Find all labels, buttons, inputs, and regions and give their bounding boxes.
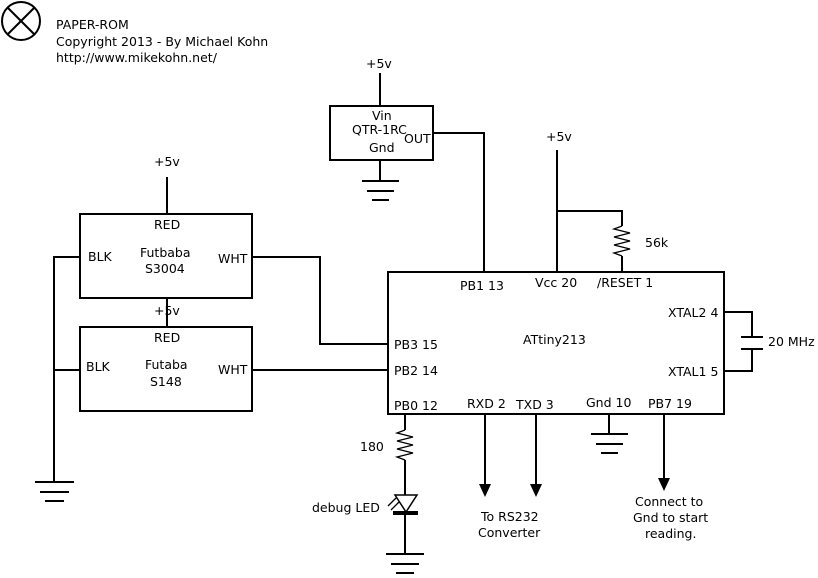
sensor-ground-icon — [362, 180, 399, 201]
pin-pb7-label: PB7 19 — [648, 396, 692, 411]
lamp-symbol-icon — [1, 1, 41, 41]
pb7-note-line2: Gnd to start — [633, 510, 708, 525]
pin-vcc-label: Vcc 20 — [535, 275, 577, 290]
sensor-gnd-label: Gnd — [369, 140, 395, 155]
mcu-box — [387, 271, 725, 415]
pin-pb3-label: PB3 15 — [394, 337, 438, 352]
servo-bottom-wht-label: WHT — [218, 362, 248, 377]
pb7-note-line1: Connect to — [635, 494, 703, 509]
servo-bottom-red-label: RED — [154, 330, 180, 345]
led-ground-icon — [386, 553, 424, 574]
sensor-out-to-pb1-wire — [433, 132, 485, 272]
txd-arrow-icon — [530, 484, 542, 497]
pin-pb1-label: PB1 13 — [460, 278, 504, 293]
servo-top-model: S3004 — [145, 261, 185, 276]
sensor-out-label: OUT — [404, 131, 431, 146]
rs232-note-line1: To RS232 — [480, 509, 539, 524]
mcu-supply-label: +5v — [546, 129, 572, 144]
servo-ground-bus-wire — [53, 256, 80, 482]
sensor-supply-label: +5v — [366, 56, 392, 71]
crystal-label: 20 MHz — [768, 334, 815, 349]
sensor-box — [329, 105, 434, 161]
header-title: PAPER-ROM — [56, 17, 129, 32]
pb7-arrow-icon — [658, 478, 670, 491]
servo-bottom-name: Futaba — [145, 357, 188, 372]
servo-top-wht-label: WHT — [218, 251, 248, 266]
mcu-ground-icon — [591, 433, 628, 454]
crystal-icon — [741, 336, 763, 350]
pullup-resistor-icon — [611, 225, 631, 257]
rs232-note-line2: Converter — [478, 525, 541, 540]
pin-xtal2-label: XTAL2 4 — [668, 305, 718, 320]
servo-ground-icon — [35, 481, 74, 502]
led-emission-arrows-icon — [387, 497, 400, 511]
crystal-bottom-wire — [724, 349, 753, 372]
led-resistor-label: 180 — [360, 439, 384, 454]
servo-bottom-blk-label: BLK — [86, 359, 111, 374]
pb7-note-line3: reading. — [645, 526, 696, 541]
pin-reset-label: /RESET 1 — [597, 275, 653, 290]
servo-top-red-label: RED — [154, 217, 180, 232]
pin-rxd-label: RXD 2 — [467, 396, 506, 411]
pullup-top-wire — [557, 210, 623, 226]
servo-top-supply-label: +5v — [154, 154, 180, 169]
pin-gnd-label: Gnd 10 — [586, 395, 631, 410]
header-copyright: Copyright 2013 - By Michael Kohn — [56, 34, 268, 49]
led-diode-icon — [393, 494, 419, 515]
pin-txd-label: TXD 3 — [515, 397, 554, 412]
crystal-top-wire — [724, 311, 753, 337]
pin-xtal1-label: XTAL1 5 — [668, 364, 718, 379]
pin-pb0-label: PB0 12 — [394, 398, 438, 413]
servo-top-name: Futbaba — [140, 245, 191, 260]
servo-top-to-pb3-wire — [252, 256, 388, 345]
servo-bottom-model: S148 — [150, 374, 182, 389]
servo-bottom-box — [79, 326, 253, 412]
pin-pb2-label: PB2 14 — [394, 363, 438, 378]
servo-top-blk-label: BLK — [88, 249, 113, 264]
led-resistor-icon — [394, 429, 414, 461]
pullup-resistor-label: 56k — [645, 235, 669, 250]
led-label: debug LED — [312, 500, 380, 515]
rxd-arrow-icon — [479, 484, 491, 497]
servo-top-box — [79, 213, 253, 299]
mcu-name: ATtiny213 — [523, 332, 586, 347]
sensor-name: QTR-1RC — [352, 122, 407, 137]
sensor-vin-label: Vin — [372, 108, 392, 123]
header-url: http://www.mikekohn.net/ — [56, 50, 218, 65]
